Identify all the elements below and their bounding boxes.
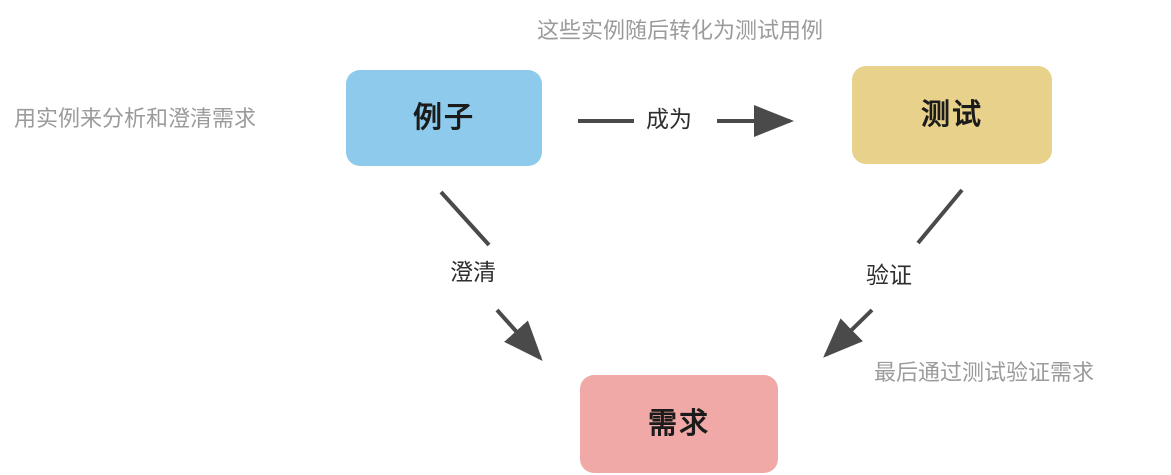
edge-label-becomes: 成为 <box>646 106 692 132</box>
node-requirement-label: 需求 <box>647 407 710 440</box>
edge-label-clarify: 澄清 <box>450 259 496 285</box>
edge-test-to-requirement-segment-upper <box>916 188 964 245</box>
edge-label-verify: 验证 <box>866 262 912 288</box>
caption-examples-become-tests: 这些实例随后转化为测试用例 <box>537 18 824 43</box>
node-example-label: 例子 <box>412 101 475 134</box>
edge-example-to-requirement-segment-upper <box>439 190 491 247</box>
node-example[interactable]: 例子 <box>346 70 542 166</box>
edge-test-to-requirement-segment-lower <box>823 308 874 358</box>
caption-verify-requirements: 最后通过测试验证需求 <box>874 360 1095 385</box>
node-test-label: 测试 <box>920 98 983 131</box>
node-requirement[interactable]: 需求 <box>580 375 778 473</box>
edge-example-to-requirement-segment-lower <box>495 308 543 361</box>
node-test[interactable]: 测试 <box>852 66 1052 164</box>
caption-analyze-with-examples: 用实例来分析和澄清需求 <box>14 106 257 131</box>
